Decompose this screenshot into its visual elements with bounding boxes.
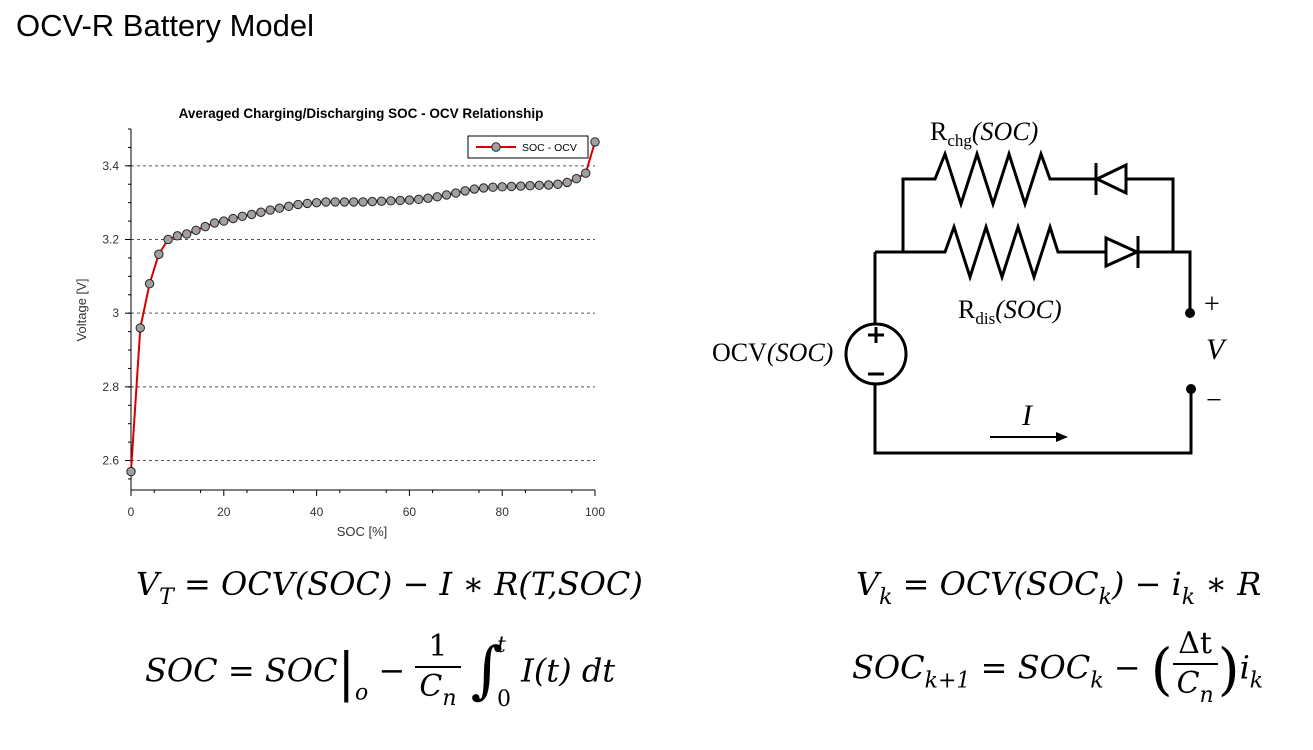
data-point [135, 323, 145, 333]
data-point [423, 193, 433, 203]
data-point [469, 184, 480, 194]
x-axis-label: SOC [%] [337, 524, 388, 539]
x-tick-label: 80 [496, 505, 510, 519]
x-tick-label: 20 [217, 505, 231, 519]
data-point [367, 196, 377, 207]
data-point [181, 229, 192, 239]
data-point [330, 197, 340, 207]
data-point [191, 225, 201, 236]
y-tick-label: 3.2 [102, 233, 119, 247]
data-point [460, 186, 470, 196]
data-point [293, 199, 303, 210]
data-point [571, 174, 582, 184]
data-point [506, 181, 517, 192]
data-point [534, 180, 545, 191]
data-point [525, 181, 535, 191]
main-loop-wire [873, 252, 1193, 455]
data-point [209, 218, 220, 228]
data-point [497, 182, 507, 192]
data-point [144, 279, 155, 289]
minus-sign: − [1206, 385, 1222, 416]
voltage-label: V [1206, 333, 1228, 366]
chart-title: Averaged Charging/Discharging SOC - OCV … [179, 106, 544, 121]
x-tick-label: 0 [128, 505, 135, 519]
data-point [441, 190, 452, 200]
data-point [358, 197, 368, 207]
plus-sign: + [1204, 289, 1220, 320]
data-point [163, 234, 173, 245]
r-chg-label: Rchg(SOC) [930, 117, 1038, 150]
equation-discrete-voltage: Vk = OCV(SOCk) − ik ∗ R [856, 565, 1262, 610]
discharge-diode-icon [1104, 235, 1141, 269]
charge-diode-icon [1093, 162, 1128, 196]
data-point [404, 195, 415, 205]
soc-ocv-chart: 2.6 2.8 3 3.2 3.4 0 20 40 60 80 100 Averaged Charg… [74, 106, 605, 539]
data-point [543, 180, 554, 190]
data-point [126, 466, 136, 477]
chart-axes [130, 129, 595, 491]
data-point [562, 177, 572, 188]
data-point [246, 209, 257, 220]
y-tick-label: 2.6 [102, 454, 119, 468]
legend-box [467, 135, 589, 159]
y-tick-label: 3 [112, 306, 119, 320]
data-point [265, 205, 275, 215]
data-point [172, 231, 183, 241]
current-label: I [1021, 399, 1034, 432]
data-point [516, 181, 526, 191]
discharge-branch-wire [875, 222, 1192, 312]
data-point [376, 196, 387, 206]
y-tick-label: 2.8 [102, 380, 119, 394]
legend-label: SOC - OCV [522, 142, 577, 154]
x-tick-label: 60 [403, 505, 417, 519]
voltage-source-icon [844, 322, 908, 386]
legend-marker [491, 142, 501, 152]
data-point [553, 179, 563, 189]
data-point [488, 182, 498, 192]
charge-branch-wire [901, 149, 1175, 252]
negative-terminal [1186, 384, 1196, 394]
data-point [321, 197, 331, 207]
data-point [590, 137, 600, 147]
data-point [395, 195, 405, 206]
current-arrow-icon [990, 432, 1068, 442]
data-point [256, 207, 266, 217]
chart-series [126, 137, 600, 477]
data-point [274, 203, 285, 213]
positive-terminal [1185, 308, 1195, 318]
data-point [219, 216, 229, 226]
data-point [581, 168, 591, 178]
data-point [451, 188, 461, 198]
slide-title: OCV-R Battery Model [16, 8, 315, 43]
data-point [478, 183, 489, 193]
data-point [154, 249, 164, 259]
data-point [284, 201, 294, 212]
data-point [386, 196, 396, 206]
chart-ticks: 2.6 2.8 3 3.2 3.4 0 20 40 60 80 100 [102, 128, 605, 519]
data-point [349, 197, 359, 207]
data-point [228, 213, 238, 224]
chart-legend: SOC - OCV [467, 135, 589, 159]
data-point [237, 211, 248, 222]
x-tick-label: 100 [585, 505, 605, 519]
data-point [311, 197, 322, 208]
x-tick-label: 40 [310, 505, 324, 519]
source-label: OCV(SOC) [712, 338, 833, 367]
data-point [200, 221, 210, 232]
data-point [413, 194, 424, 205]
y-tick-label: 3.4 [102, 159, 119, 173]
equation-terminal-voltage: VT = OCV(SOC) − I ∗ R(T,SOC) [136, 565, 643, 610]
r-dis-label: Rdis(SOC) [958, 295, 1062, 328]
y-axis-label: Voltage [V] [74, 279, 89, 342]
data-point [339, 197, 350, 207]
chart-grid [131, 165, 595, 462]
data-point [302, 198, 313, 209]
data-point [432, 192, 442, 202]
